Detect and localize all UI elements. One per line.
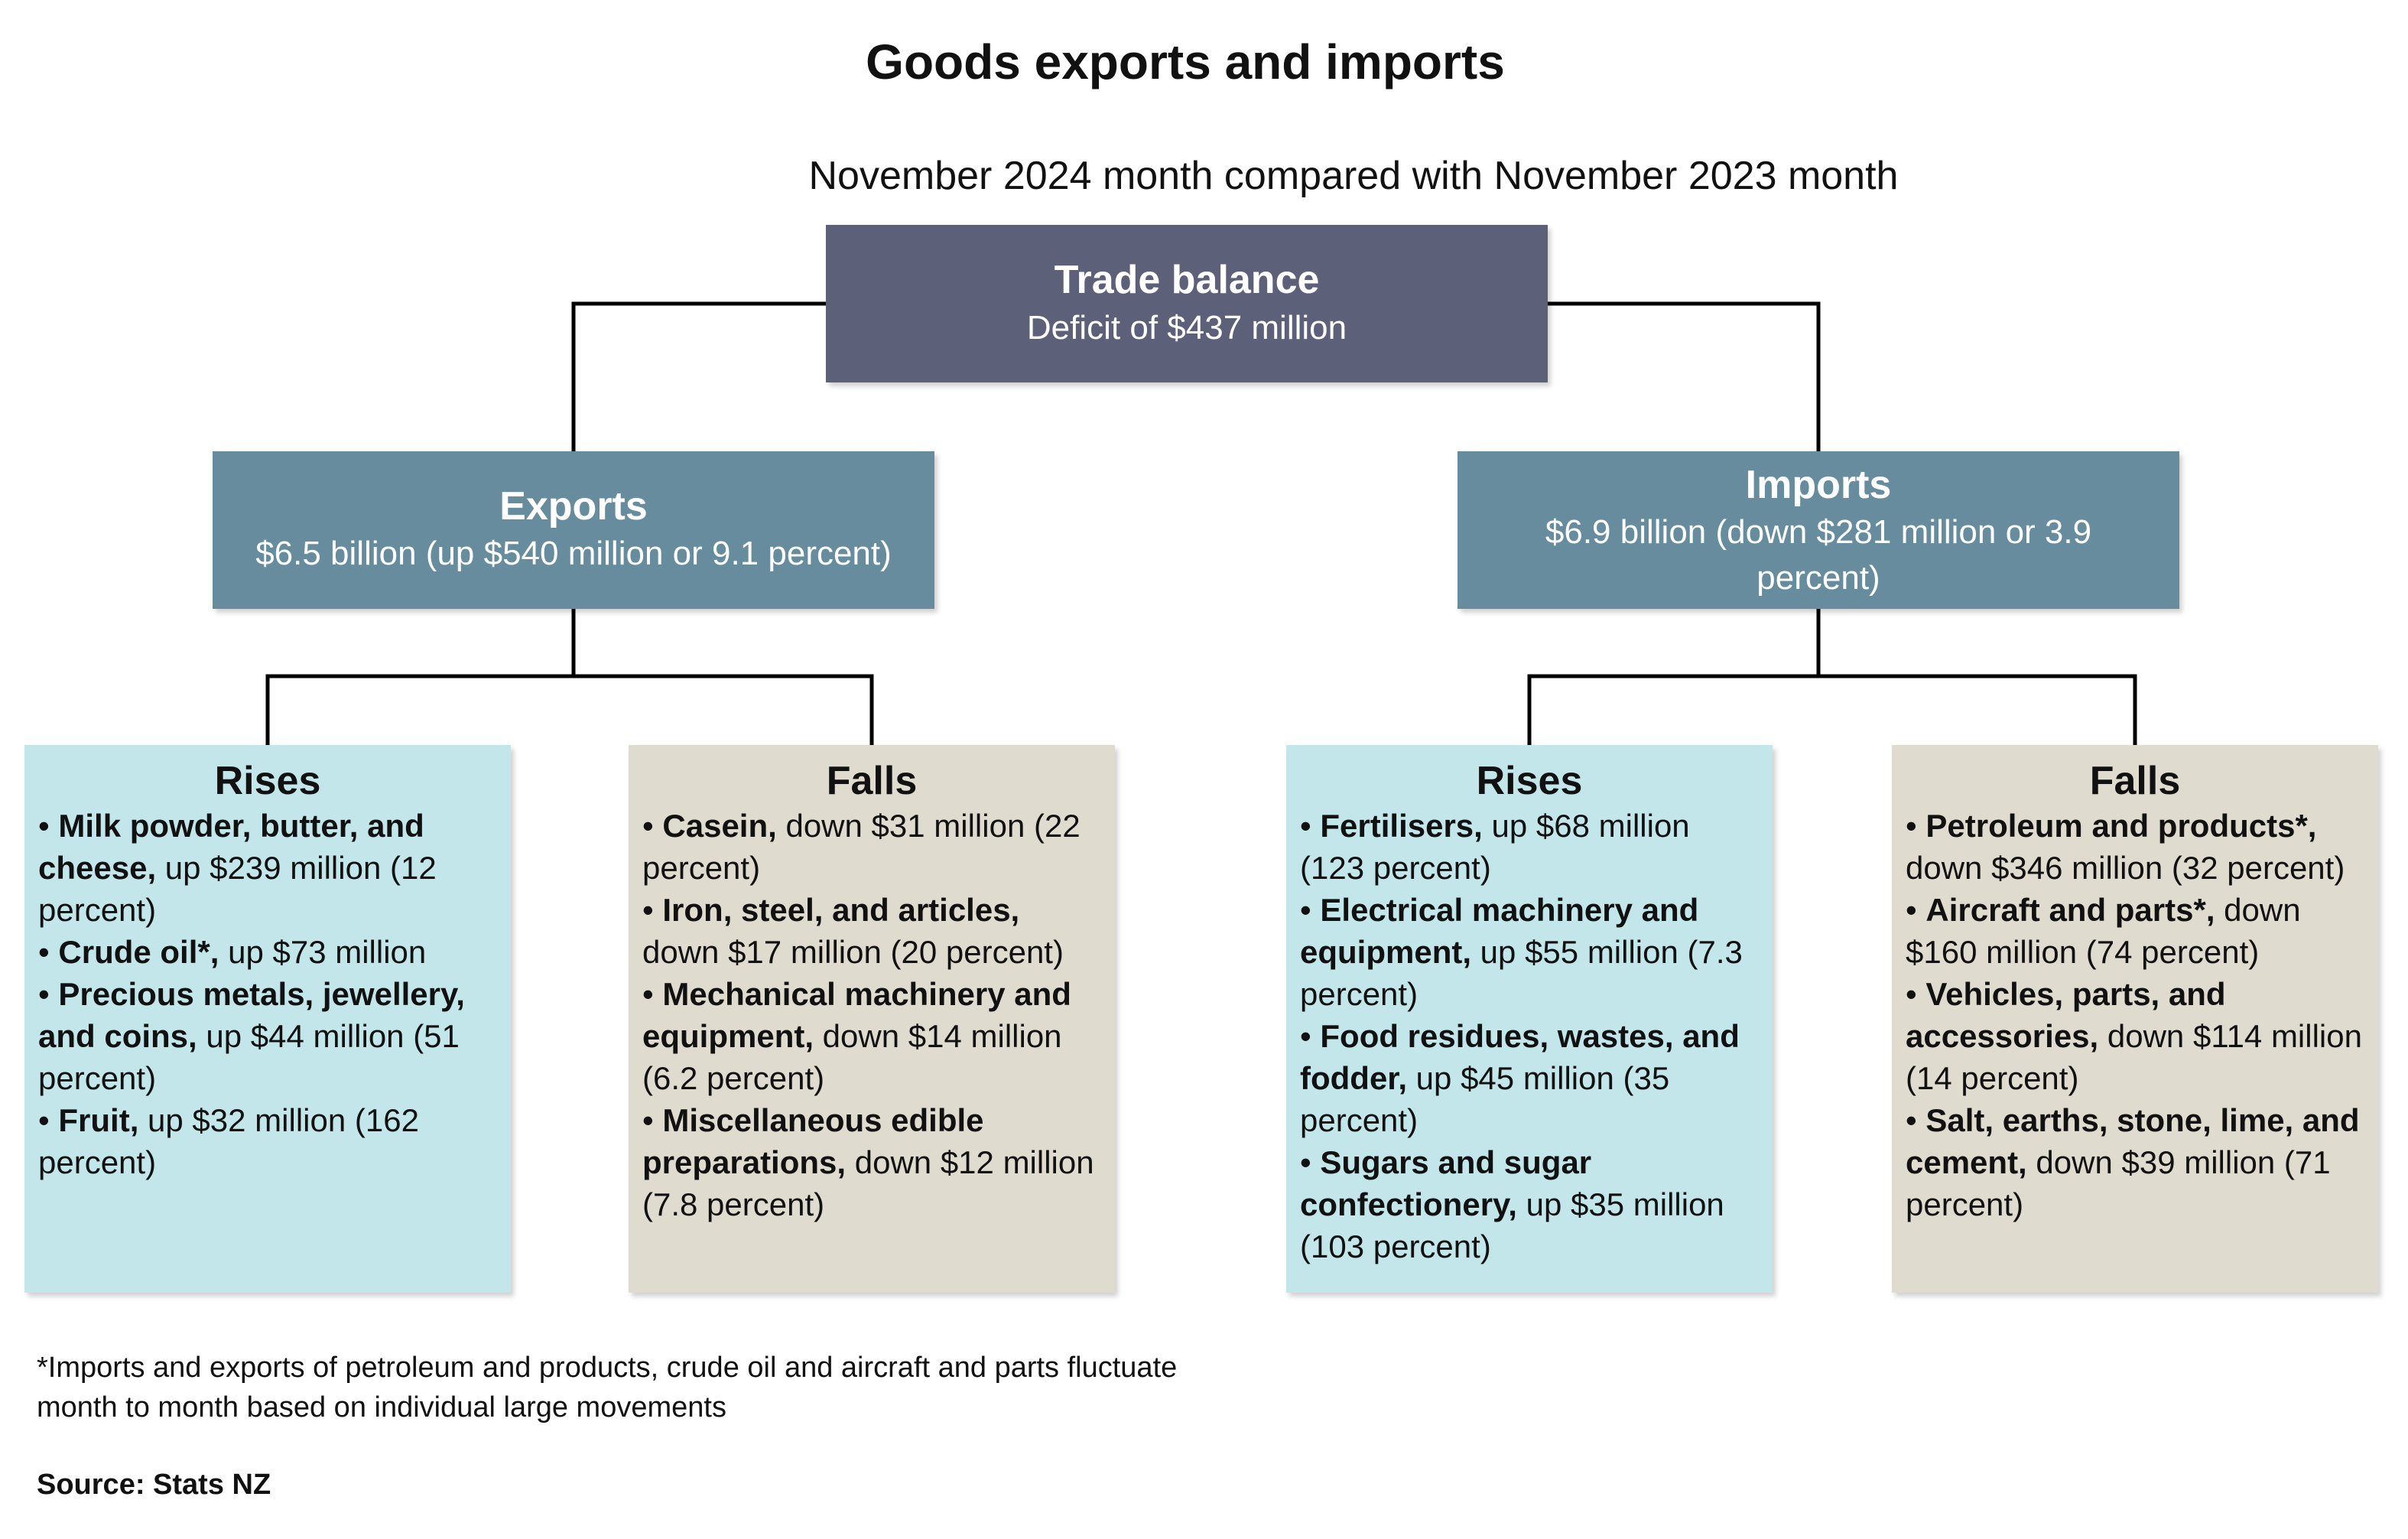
source-note: Source: Stats NZ: [37, 1469, 271, 1501]
bullet-icon: •: [38, 934, 50, 970]
list-item: • Sugars and sugar confectionery, up $35…: [1300, 1141, 1759, 1267]
list-item: • Fertilisers, up $68 million (123 perce…: [1300, 805, 1759, 889]
list-item: • Casein, down $31 million (22 percent): [642, 805, 1101, 889]
imports-rises-heading: Rises: [1476, 759, 1583, 803]
exports-rises-heading: Rises: [214, 759, 321, 803]
imports-rises-list: • Fertilisers, up $68 million (123 perce…: [1300, 805, 1759, 1267]
exports-falls-list: • Casein, down $31 million (22 percent)•…: [642, 805, 1101, 1225]
bullet-icon: •: [642, 976, 654, 1012]
list-item: • Iron, steel, and articles, down $17 mi…: [642, 889, 1101, 973]
exports-value: $6.5 billion (up $540 million or 9.1 per…: [255, 535, 892, 572]
bullet-icon: •: [1300, 1144, 1311, 1180]
trade-balance-value: Deficit of $437 million: [1026, 309, 1347, 347]
list-item: • Milk powder, butter, and cheese, up $2…: [38, 805, 497, 931]
item-change: up $32 million (162 percent): [38, 1102, 419, 1180]
item-change: up $73 million: [219, 934, 427, 970]
imports-falls-box: Falls • Petroleum and products*, down $3…: [1892, 745, 2378, 1293]
item-change: up $44 million (51 percent): [38, 1018, 460, 1096]
item-change: up $45 million (35 percent): [1300, 1060, 1670, 1138]
imports-heading: Imports: [1745, 463, 1892, 507]
bullet-icon: •: [642, 808, 654, 844]
list-item: • Miscellaneous edible preparations, dow…: [642, 1099, 1101, 1225]
item-change: down $160 million (74 percent): [1906, 892, 2301, 970]
item-change: up $35 million (103 percent): [1300, 1186, 1724, 1264]
bullet-icon: •: [1300, 808, 1311, 844]
item-name: Sugars and sugar confectionery,: [1300, 1144, 1592, 1222]
page-subtitle: November 2024 month compared with Novemb…: [808, 154, 1899, 198]
imports-falls-heading: Falls: [2089, 759, 2181, 803]
page-title: Goods exports and imports: [866, 34, 1505, 89]
item-name: Miscellaneous edible preparations,: [642, 1102, 984, 1180]
trade-balance-box: Trade balance Deficit of $437 million: [826, 225, 1548, 382]
item-name: Food residues, wastes, and fodder,: [1300, 1018, 1740, 1096]
item-name: Fertilisers,: [1320, 808, 1483, 844]
list-item: • Petroleum and products*, down $346 mil…: [1906, 805, 2364, 889]
item-change: down $14 million (6.2 percent): [642, 1018, 1062, 1096]
bullet-icon: •: [1300, 1018, 1311, 1054]
bullet-icon: •: [642, 892, 654, 928]
bullet-icon: •: [642, 1102, 654, 1138]
bullet-icon: •: [38, 976, 50, 1012]
imports-value: $6.9 billion (down $281 million or 3.9 p…: [1545, 513, 2092, 597]
bullet-icon: •: [1300, 892, 1311, 928]
imports-box: Imports $6.9 billion (down $281 million …: [1457, 451, 2179, 609]
item-name: Crude oil*,: [58, 934, 219, 970]
list-item: • Aircraft and parts*, down $160 million…: [1906, 889, 2364, 973]
imports-falls-list: • Petroleum and products*, down $346 mil…: [1906, 805, 2364, 1225]
exports-rises-box: Rises • Milk powder, butter, and cheese,…: [24, 745, 511, 1293]
connector-imports-branches: [1527, 674, 2137, 745]
item-name: Mechanical machinery and equipment,: [642, 976, 1071, 1054]
bullet-icon: •: [38, 808, 50, 844]
item-change: down $17 million (20 percent): [642, 934, 1064, 970]
item-name: Casein,: [662, 808, 777, 844]
list-item: • Mechanical machinery and equipment, do…: [642, 973, 1101, 1099]
item-name: Iron, steel, and articles,: [662, 892, 1020, 928]
exports-rises-list: • Milk powder, butter, and cheese, up $2…: [38, 805, 497, 1183]
item-name: Vehicles, parts, and accessories,: [1906, 976, 2226, 1054]
bullet-icon: •: [1906, 892, 1917, 928]
item-change: up $68 million (123 percent): [1300, 808, 1690, 886]
item-name: Fruit,: [58, 1102, 139, 1138]
imports-rises-box: Rises • Fertilisers, up $68 million (123…: [1286, 745, 1773, 1293]
item-change: down $114 million (14 percent): [1906, 1018, 2362, 1096]
item-name: Electrical machinery and equipment,: [1300, 892, 1699, 970]
bullet-icon: •: [1906, 1102, 1917, 1138]
bullet-icon: •: [1906, 976, 1917, 1012]
item-change: down $346 million (32 percent): [1906, 850, 2345, 886]
list-item: • Fruit, up $32 million (162 percent): [38, 1099, 497, 1183]
item-change: down $39 million (71 percent): [1906, 1144, 2331, 1222]
item-change: down $31 million (22 percent): [642, 808, 1081, 886]
list-item: • Electrical machinery and equipment, up…: [1300, 889, 1759, 1015]
item-name: Aircraft and parts*,: [1925, 892, 2215, 928]
item-change: up $239 million (12 percent): [38, 850, 437, 928]
item-name: Petroleum and products*,: [1925, 808, 2317, 844]
item-name: Precious metals, jewellery, and coins,: [38, 976, 465, 1054]
connector-exports-branches: [265, 674, 874, 745]
bullet-icon: •: [38, 1102, 50, 1138]
connector-balance-to-exports: [571, 301, 826, 451]
exports-falls-heading: Falls: [826, 759, 918, 803]
list-item: • Salt, earths, stone, lime, and cement,…: [1906, 1099, 2364, 1225]
connector-balance-to-imports: [1548, 301, 1821, 451]
footnote: *Imports and exports of petroleum and pr…: [37, 1352, 1178, 1423]
exports-heading: Exports: [499, 484, 648, 529]
list-item: • Food residues, wastes, and fodder, up …: [1300, 1015, 1759, 1141]
item-name: Milk powder, butter, and cheese,: [38, 808, 424, 886]
trade-balance-heading: Trade balance: [1054, 258, 1320, 302]
exports-falls-box: Falls • Casein, down $31 million (22 per…: [629, 745, 1115, 1293]
list-item: • Crude oil*, up $73 million: [38, 931, 497, 973]
item-name: Salt, earths, stone, lime, and cement,: [1906, 1102, 2360, 1180]
list-item: • Vehicles, parts, and accessories, down…: [1906, 973, 2364, 1099]
list-item: • Precious metals, jewellery, and coins,…: [38, 973, 497, 1099]
exports-box: Exports $6.5 billion (up $540 million or…: [213, 451, 934, 609]
item-change: up $55 million (7.3 percent): [1300, 934, 1743, 1012]
item-change: down $12 million (7.8 percent): [642, 1144, 1094, 1222]
bullet-icon: •: [1906, 808, 1917, 844]
